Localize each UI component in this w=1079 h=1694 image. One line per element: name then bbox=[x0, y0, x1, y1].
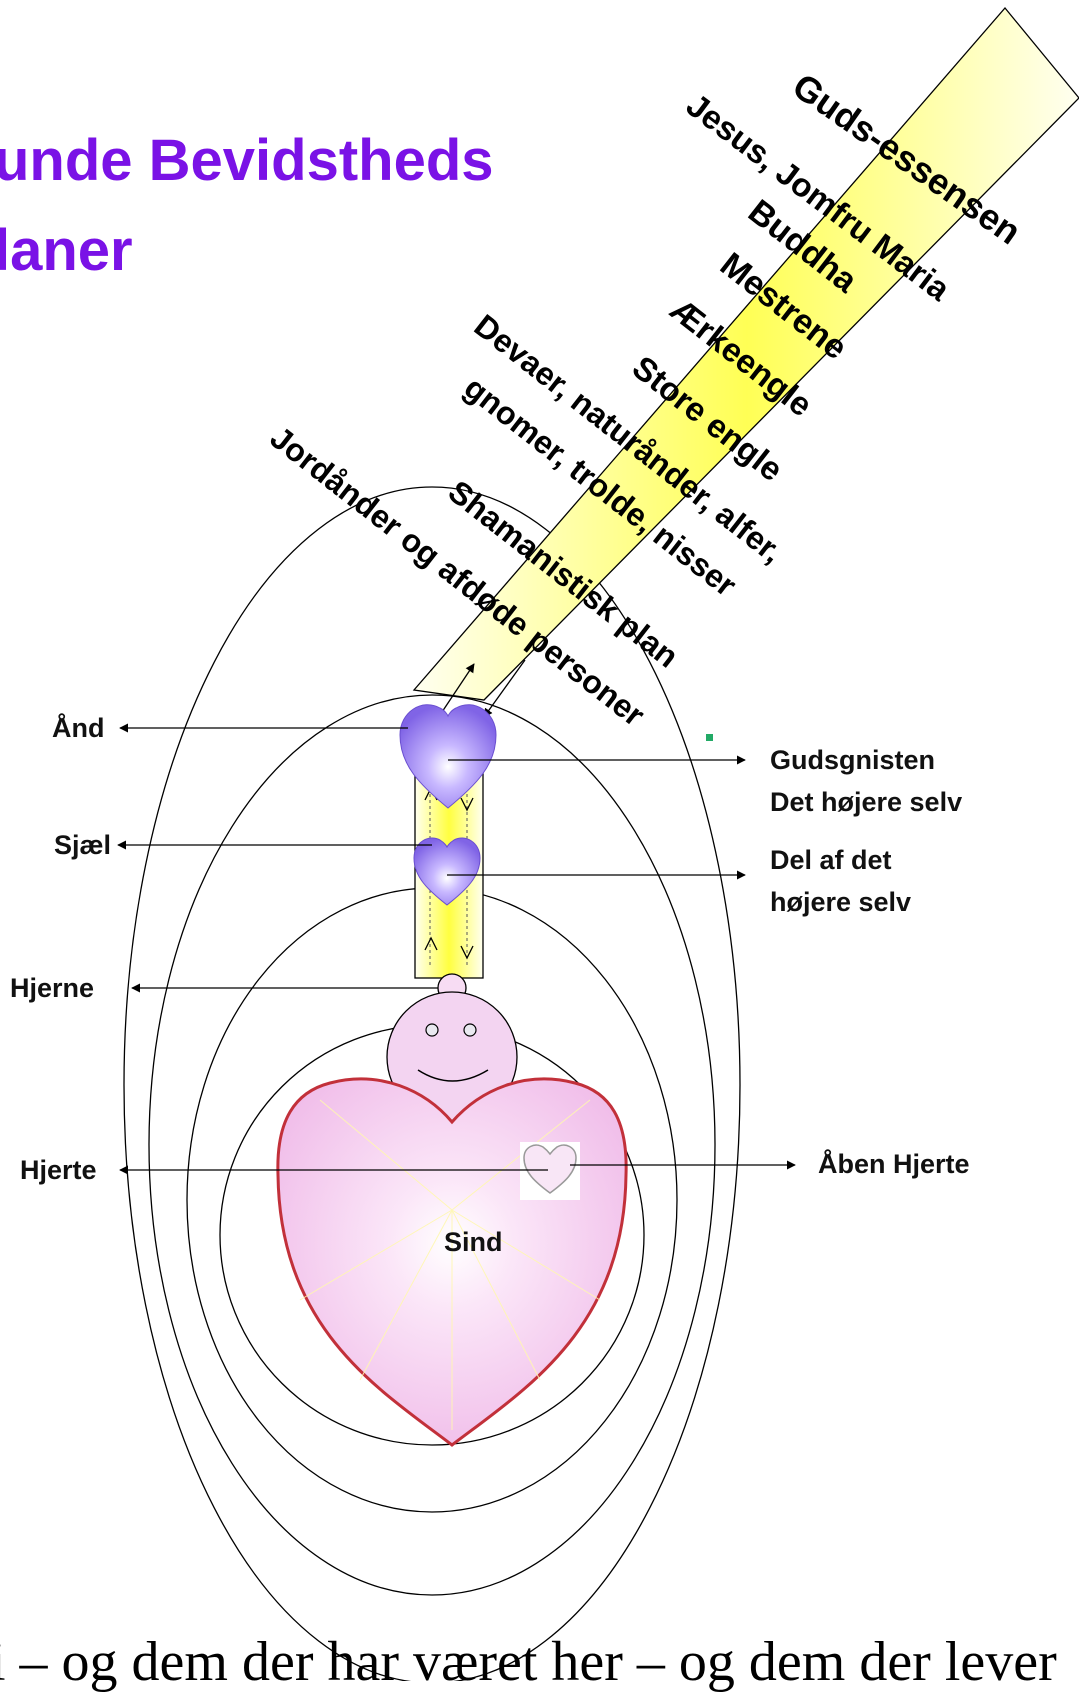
bottom-caption: i – og dem der har været her – og dem de… bbox=[0, 1630, 1057, 1694]
page-title-line-1: unde Bevidstheds bbox=[0, 128, 494, 194]
page-title-line-2: laner bbox=[0, 218, 133, 284]
label-hjerte: Hjerte bbox=[20, 1152, 97, 1188]
label-hjerne: Hjerne bbox=[10, 970, 94, 1006]
label-gudsgnisten: Gudsgnisten bbox=[770, 742, 935, 778]
label-aand: Ånd bbox=[52, 710, 104, 746]
label-hoejere-selv: højere selv bbox=[770, 884, 911, 920]
label-sjael: Sjæl bbox=[54, 827, 111, 863]
green-marker bbox=[706, 734, 713, 741]
label-aaben-hjerte: Åben Hjerte bbox=[818, 1146, 970, 1182]
label-sind: Sind bbox=[444, 1224, 503, 1260]
label-det-hoejere-selv: Det højere selv bbox=[770, 784, 962, 820]
label-del-af-det: Del af det bbox=[770, 842, 892, 878]
